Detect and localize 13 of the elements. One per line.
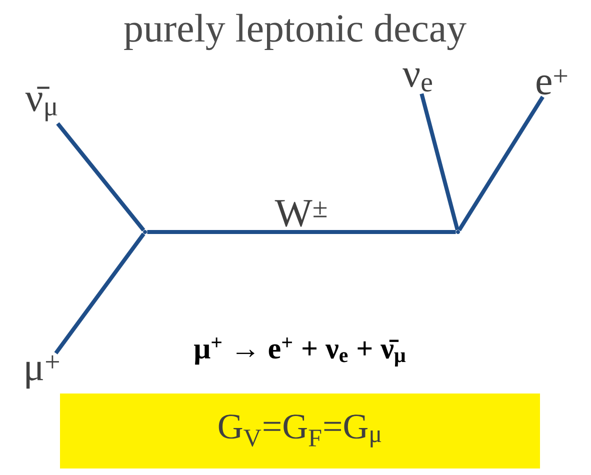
- particle-line: [420, 93, 460, 230]
- particle-line: [54, 232, 146, 354]
- decay-equation: μ$^{+}$ → e$^{+}$ + ν$_{e}$ + ν̄$_{μ}$: [194, 338, 406, 366]
- propagator-line: [147, 230, 456, 234]
- particle-label: μ$^{+}$: [26, 355, 59, 389]
- edge-label: W$^{±}$: [274, 199, 330, 228]
- particle-label: ν̄$_{μ}$: [25, 86, 58, 122]
- particle-line: [457, 96, 544, 232]
- particle-label: e$^{+}$: [536, 69, 568, 95]
- title: purely leptonic decay: [124, 14, 466, 50]
- particle-line: [56, 122, 146, 232]
- highlight-box: G$_{V}$=G$_{F}$=G$_{μ}$: [60, 394, 540, 468]
- particle-label: ν$_{e}$: [402, 68, 432, 92]
